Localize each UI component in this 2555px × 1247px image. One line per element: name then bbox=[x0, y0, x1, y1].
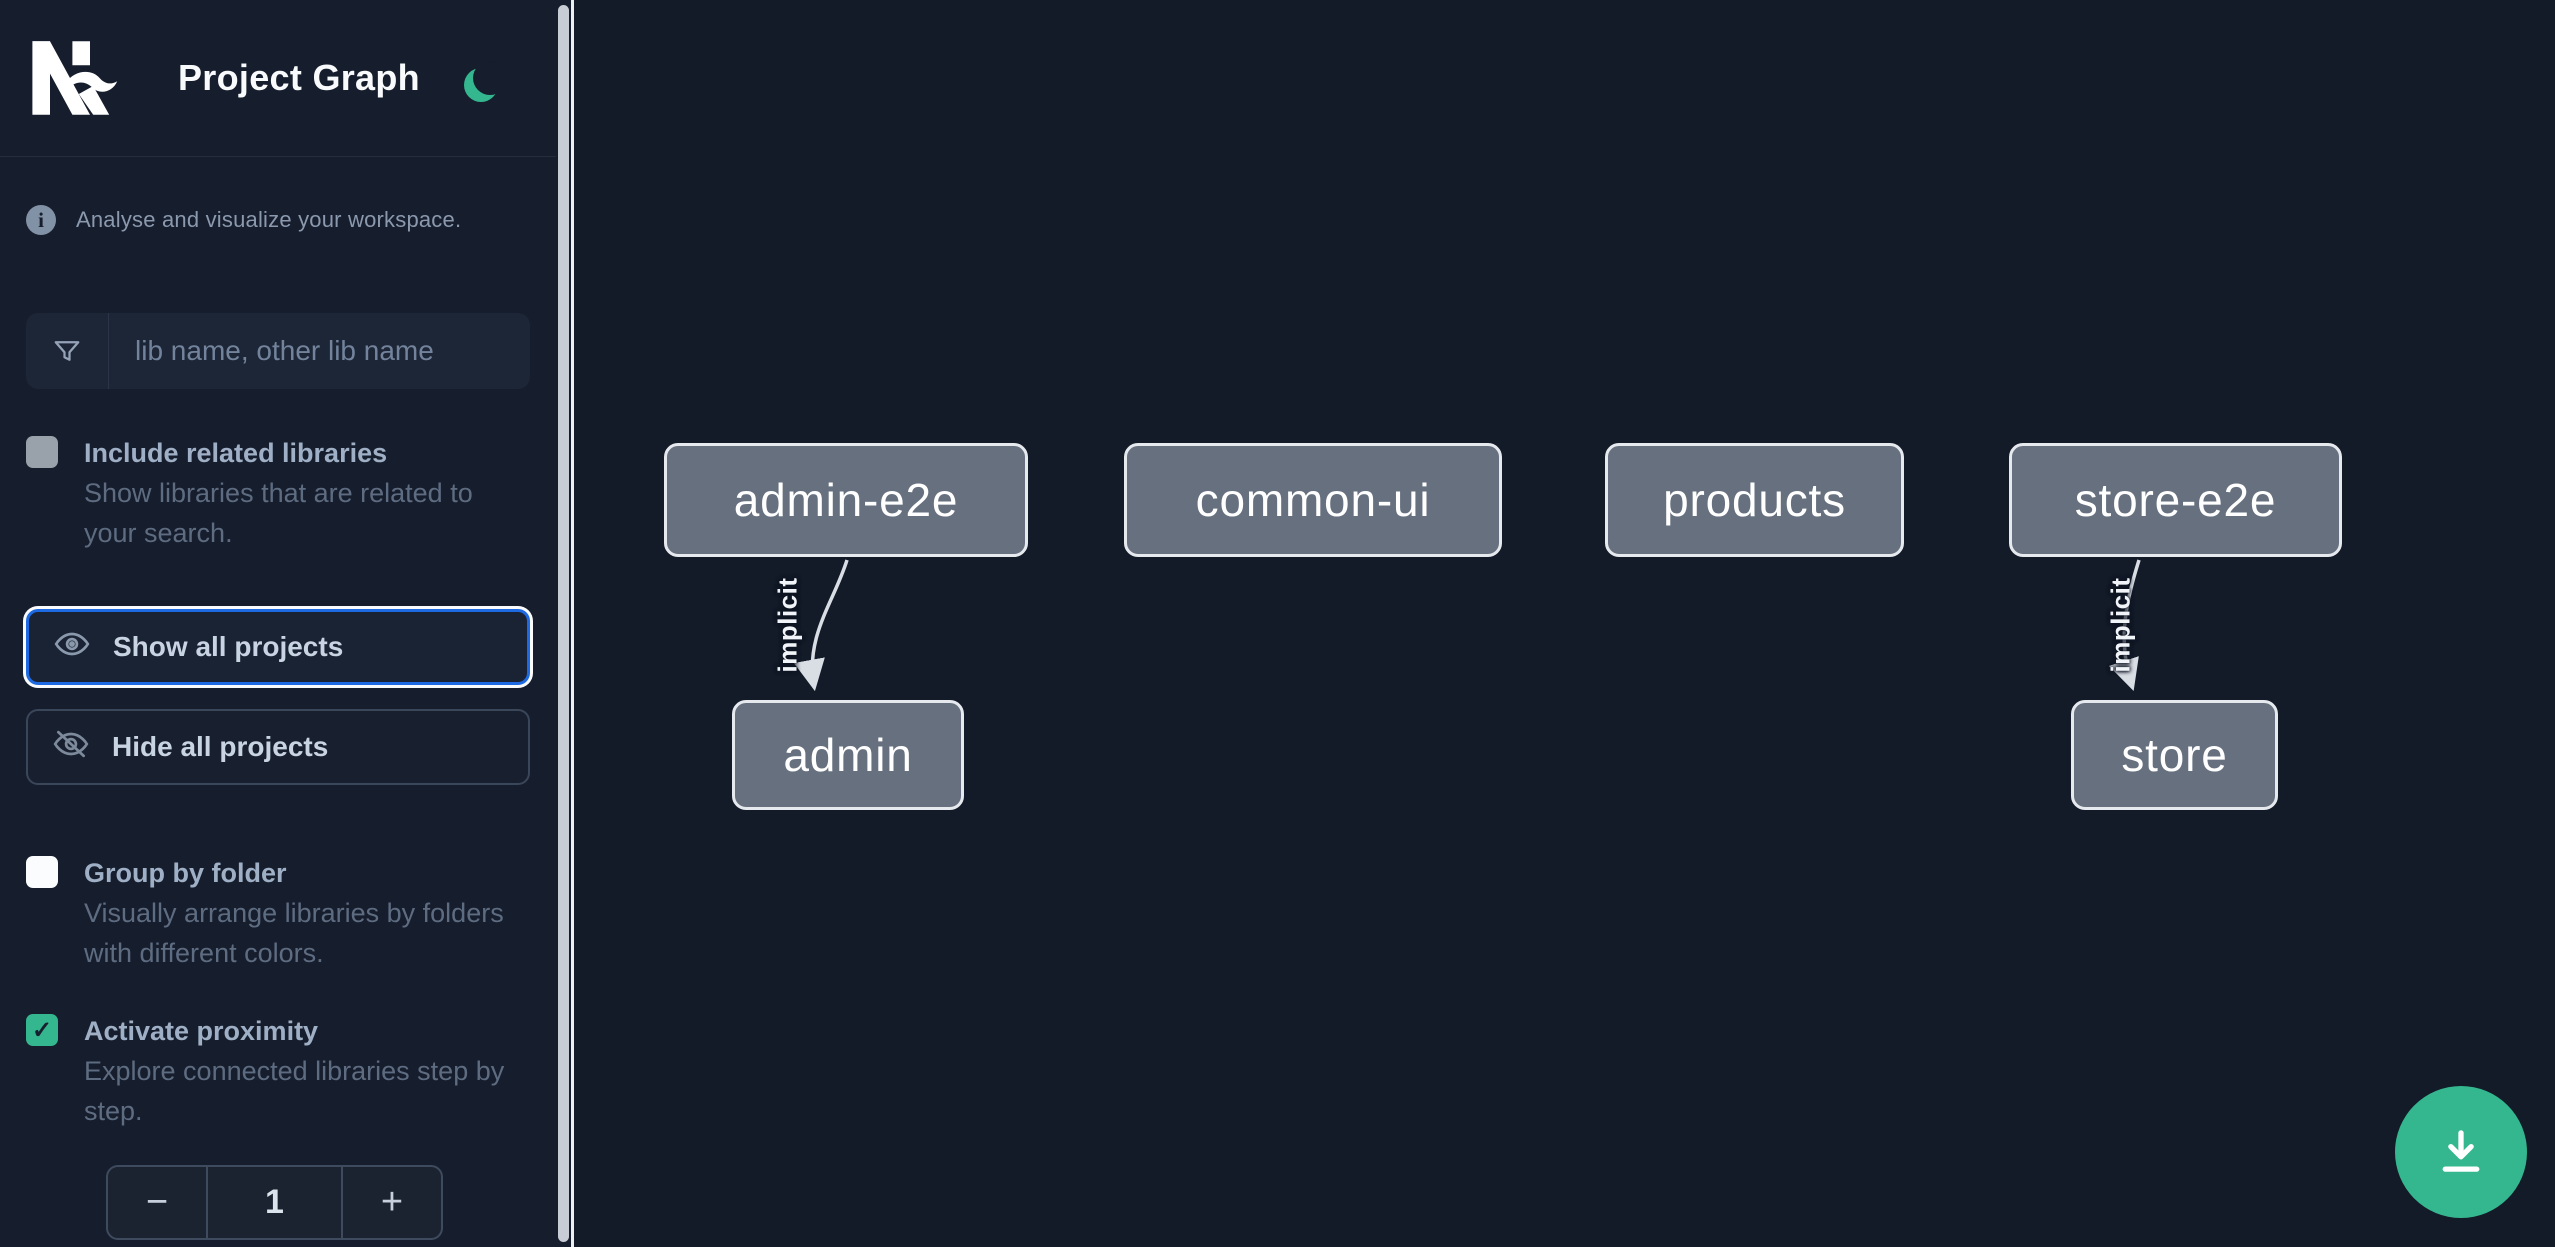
theme-toggle-button[interactable] bbox=[466, 54, 514, 102]
show-all-projects-label: Show all projects bbox=[113, 631, 344, 662]
sidebar-canvas-divider bbox=[571, 0, 574, 1247]
edge-label-implicit-admin: implicit bbox=[772, 577, 803, 673]
check-icon: ✓ bbox=[31, 1016, 53, 1044]
page-title: Project Graph bbox=[178, 57, 420, 98]
include-related-checkbox[interactable] bbox=[26, 436, 58, 468]
include-related-row: Include related libraries Show libraries… bbox=[0, 433, 556, 553]
graph-node-store-e2e[interactable]: store-e2e bbox=[2009, 443, 2342, 557]
graph-node-common-ui[interactable]: common-ui bbox=[1124, 443, 1502, 557]
workspace-tagline: Analyse and visualize your workspace. bbox=[76, 207, 462, 232]
eye-slash-icon bbox=[52, 725, 90, 770]
activate-proximity-label: Activate proximity bbox=[84, 1016, 319, 1046]
hide-all-projects-label: Hide all projects bbox=[112, 731, 329, 762]
proximity-increment-button[interactable]: + bbox=[343, 1167, 441, 1238]
download-image-button[interactable] bbox=[2395, 1086, 2527, 1218]
sidebar: Project Graph i Analyse and visualize yo… bbox=[0, 0, 556, 1247]
activate-proximity-checkbox[interactable]: ✓ bbox=[26, 1014, 58, 1046]
proximity-decrement-button[interactable]: − bbox=[108, 1167, 206, 1238]
download-icon bbox=[2432, 1122, 2490, 1183]
hide-all-projects-button[interactable]: Hide all projects bbox=[26, 709, 530, 785]
group-by-folder-checkbox[interactable] bbox=[26, 856, 58, 888]
edge-label-implicit-store: implicit bbox=[2105, 577, 2136, 673]
graph-canvas[interactable]: admin-e2e common-ui products store-e2e a… bbox=[574, 0, 2555, 1247]
include-related-description: Show libraries that are related to your … bbox=[84, 478, 473, 548]
graph-node-admin[interactable]: admin bbox=[732, 700, 964, 810]
nx-logo-icon bbox=[26, 38, 122, 118]
graph-node-store[interactable]: store bbox=[2071, 700, 2278, 810]
activate-proximity-row: ✓ Activate proximity Explore connected l… bbox=[0, 1011, 556, 1131]
search-input[interactable] bbox=[109, 313, 530, 389]
nx-logo[interactable] bbox=[26, 38, 122, 118]
moon-icon bbox=[472, 61, 507, 95]
group-by-folder-row: Group by folder Visually arrange librari… bbox=[0, 853, 556, 973]
graph-node-admin-e2e[interactable]: admin-e2e bbox=[664, 443, 1028, 557]
filter-funnel-icon bbox=[26, 313, 109, 389]
sidebar-scrollbar-thumb[interactable] bbox=[558, 5, 569, 1242]
sidebar-header: Project Graph bbox=[0, 0, 556, 157]
proximity-depth-stepper: − 1 + bbox=[106, 1165, 443, 1240]
proximity-depth-value: 1 bbox=[206, 1167, 343, 1238]
group-by-folder-label: Group by folder bbox=[84, 858, 287, 888]
edge-admin-e2e-admin bbox=[793, 559, 849, 692]
graph-node-products[interactable]: products bbox=[1605, 443, 1904, 557]
include-related-label: Include related libraries bbox=[84, 438, 388, 468]
group-by-folder-description: Visually arrange libraries by folders wi… bbox=[84, 898, 504, 968]
info-icon: i bbox=[26, 205, 56, 235]
show-all-projects-button[interactable]: Show all projects bbox=[26, 609, 530, 685]
activate-proximity-description: Explore connected libraries step by step… bbox=[84, 1056, 505, 1126]
graph-edges bbox=[793, 559, 2141, 692]
workspace-info-row: i Analyse and visualize your workspace. bbox=[0, 205, 556, 235]
eye-icon bbox=[53, 625, 91, 670]
sidebar-scrollbar-track[interactable] bbox=[556, 0, 571, 1247]
project-filter-box bbox=[26, 313, 530, 389]
